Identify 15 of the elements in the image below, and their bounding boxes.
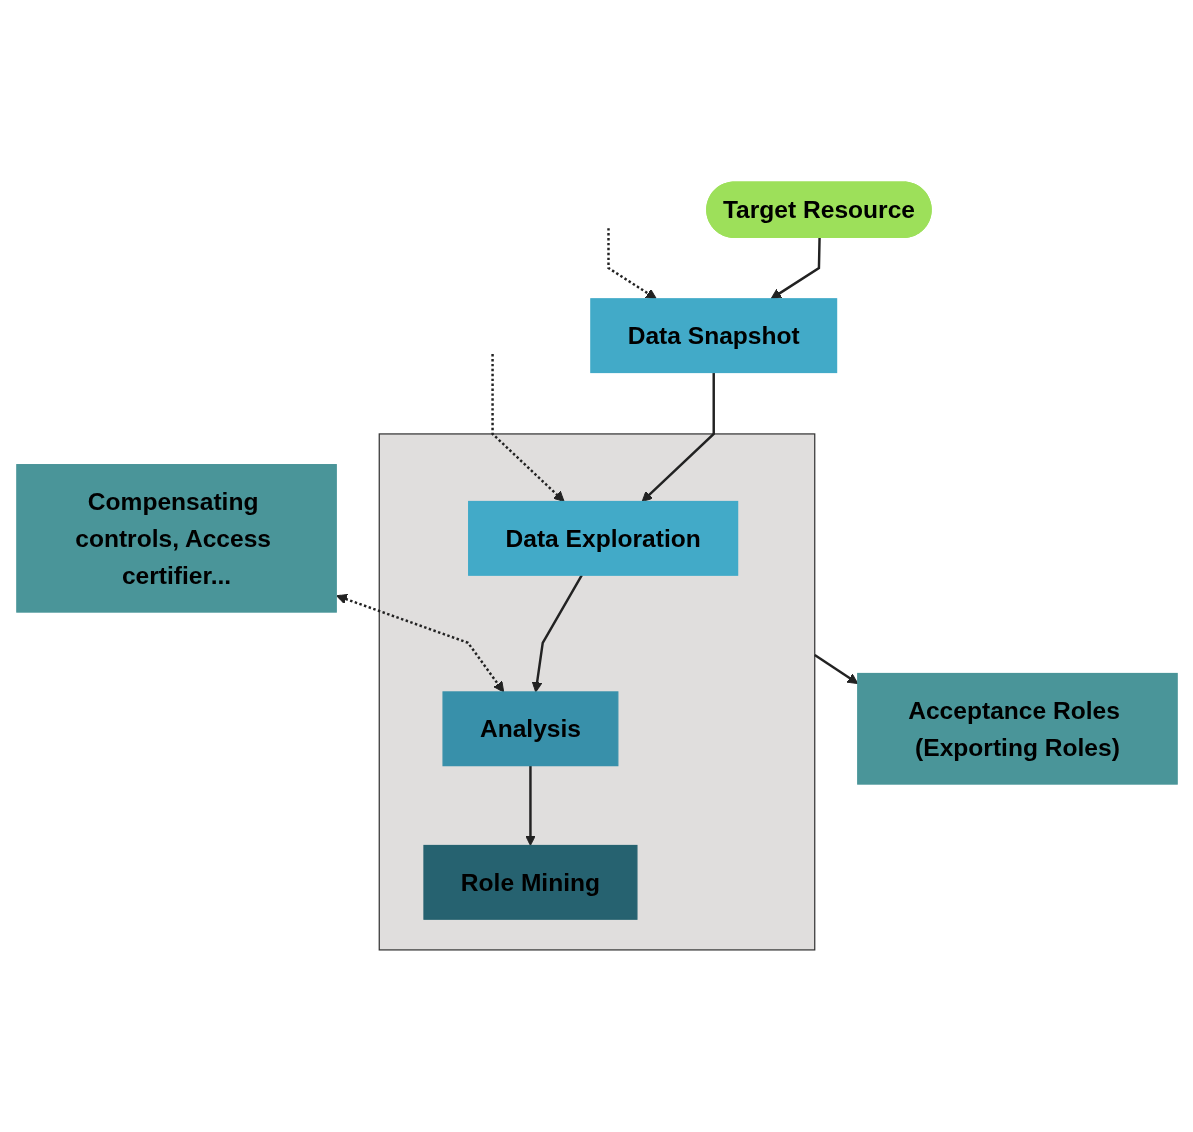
arrow	[335, 593, 504, 693]
arrow	[606, 228, 657, 300]
arrow	[490, 354, 565, 502]
arrow	[531, 574, 583, 693]
node-box: Analysis	[441, 691, 618, 767]
node-box: Data Exploration	[467, 500, 738, 576]
node-box: Role Mining	[422, 844, 638, 920]
arrow	[641, 372, 715, 502]
arrow	[524, 765, 536, 846]
arrow	[770, 237, 821, 300]
node-box: Acceptance Roles (Exporting Roles)	[856, 672, 1178, 785]
arrow	[813, 653, 858, 685]
node-box: Data Snapshot	[589, 298, 837, 374]
cluster	[378, 433, 815, 951]
node-box: Compensating controls, Access certifier...	[15, 464, 337, 613]
